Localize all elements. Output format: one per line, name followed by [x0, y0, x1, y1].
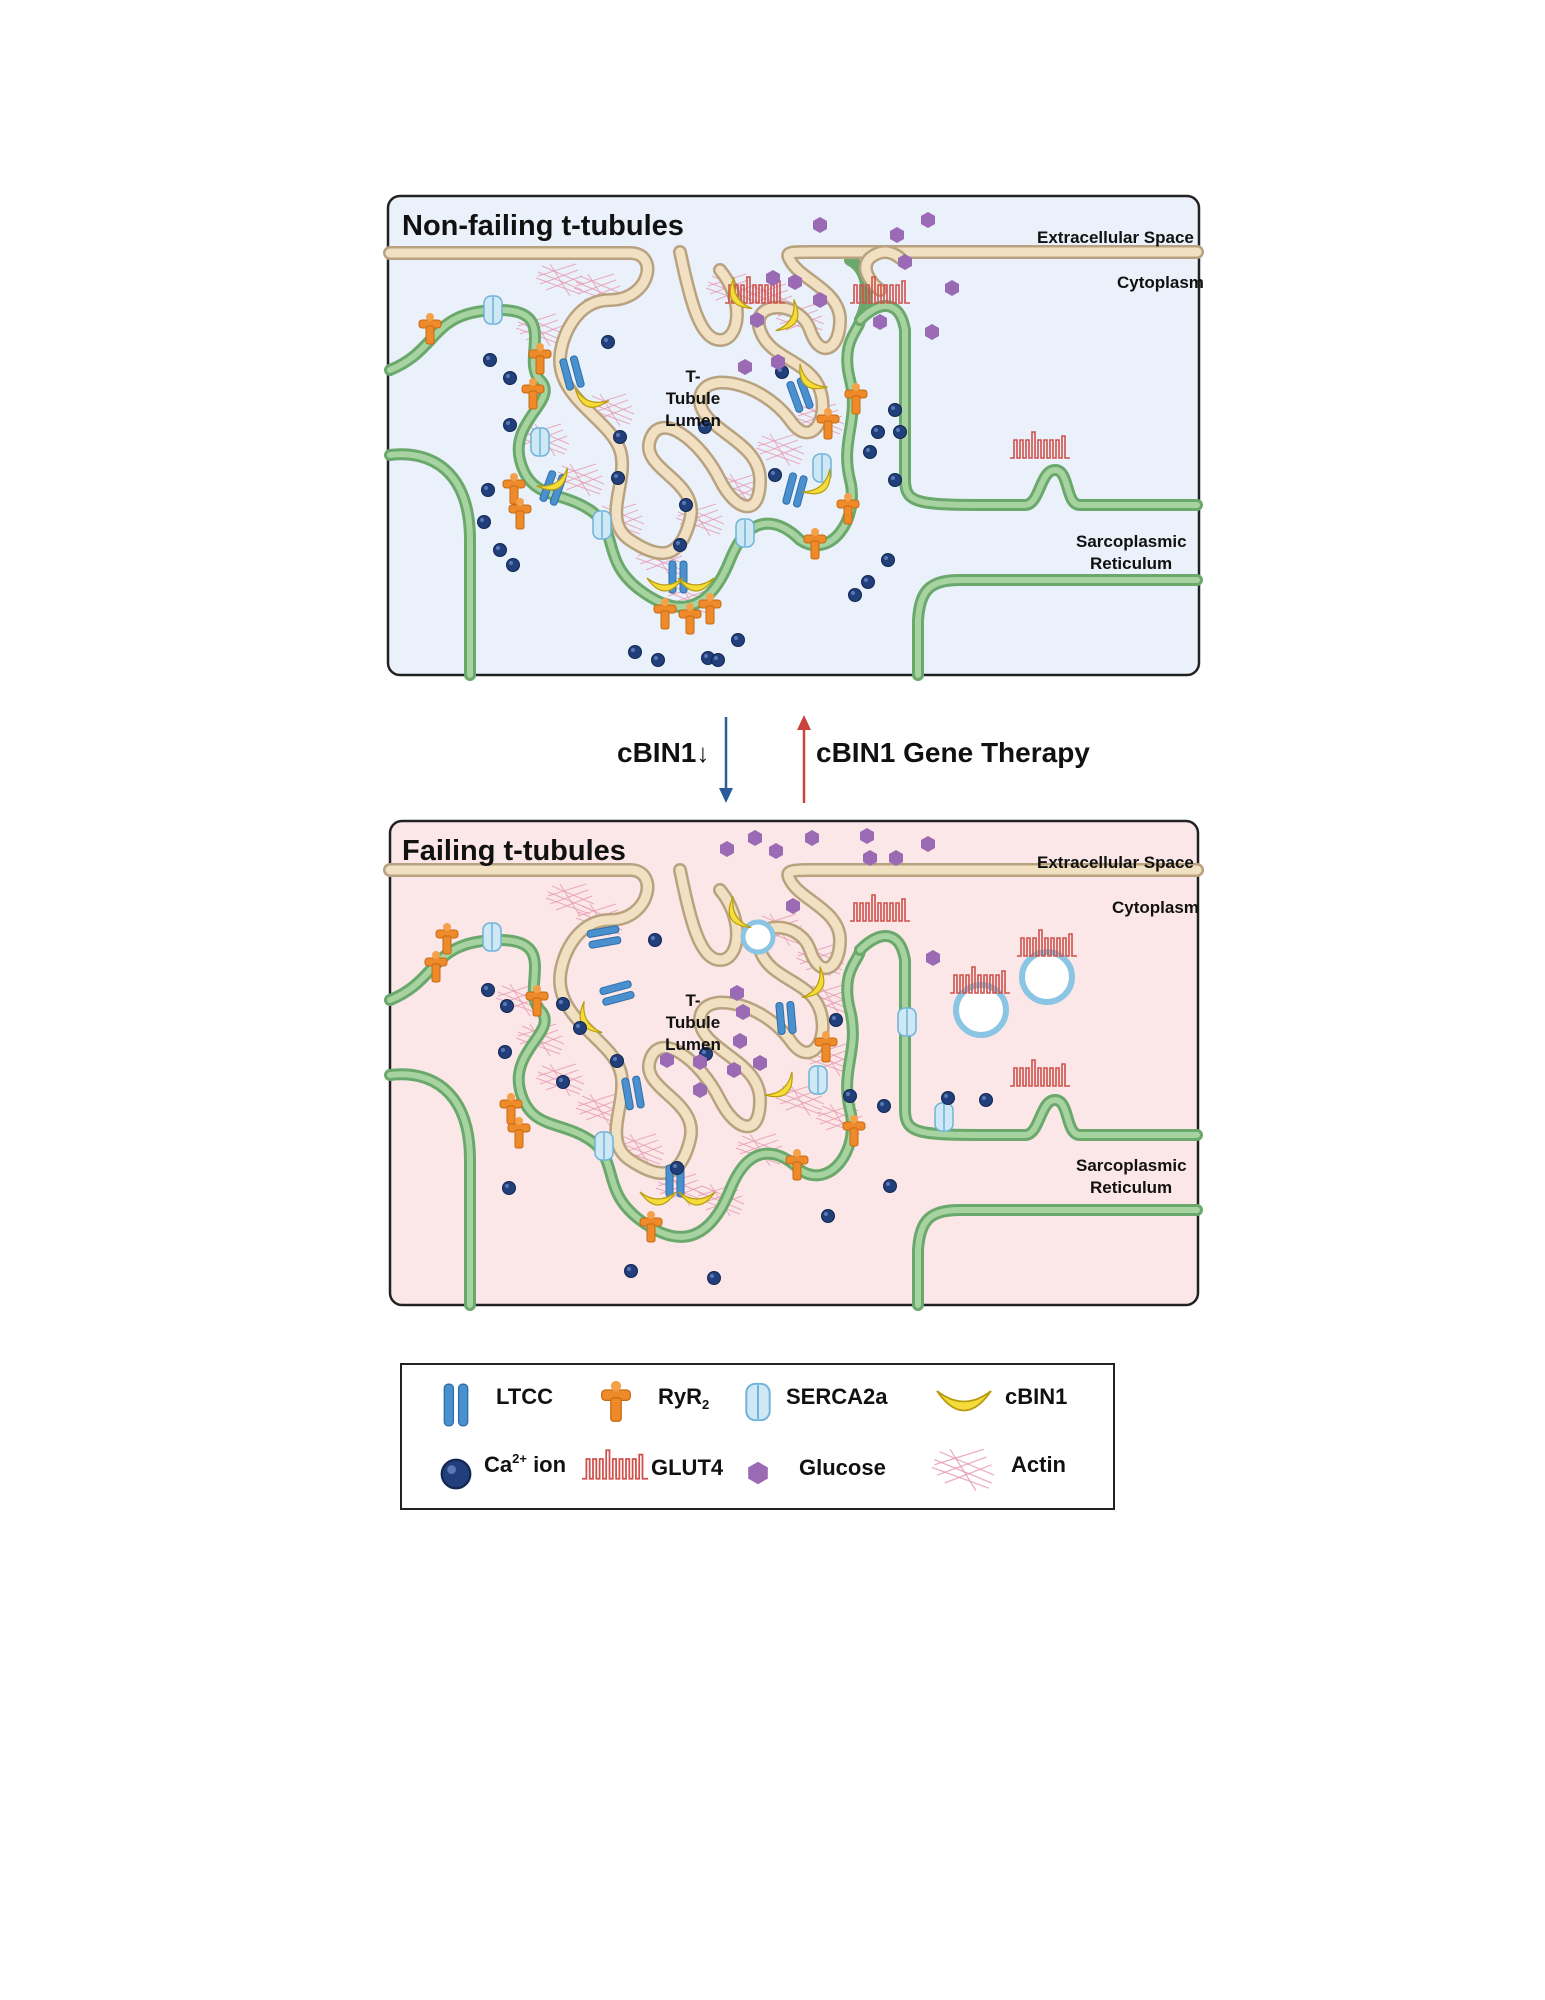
lumen-label-line: Lumen: [665, 411, 721, 430]
ryr2-text: RyR: [658, 1384, 702, 1409]
lumen-label-line: Lumen: [665, 1035, 721, 1054]
extracellular-label: Extracellular Space: [1037, 853, 1194, 872]
lumen-label-line: T-: [685, 991, 700, 1010]
serca2a-icon: [745, 1382, 771, 1422]
legend-item-ca-ion: Ca2+ ion: [440, 1451, 566, 1490]
gene-therapy-label: cBIN1 Gene Therapy: [816, 737, 1090, 768]
sr-label-line: Reticulum: [1090, 554, 1172, 573]
sr-label: Sarcoplasmic Reticulum: [1076, 532, 1187, 573]
legend-label-ca-ion: Ca2+ ion: [484, 1451, 566, 1477]
ion-text: ion: [527, 1452, 566, 1477]
legend-label-ryr2: RyR2: [658, 1384, 709, 1412]
decrease-symbol: ↓: [696, 738, 709, 768]
up-arrow: [797, 715, 811, 803]
down-arrow: [719, 717, 733, 803]
lumen-label-line: Tubule: [666, 1013, 720, 1032]
sr-label-line: Sarcoplasmic: [1076, 1156, 1187, 1175]
ca-text: Ca: [484, 1452, 513, 1477]
panel-non-failing: Non-failing t-tubules Extracellular Spac…: [383, 194, 1204, 681]
panel-title: Failing t-tubules: [402, 835, 626, 867]
legend-label-serca2a: SERCA2a: [786, 1384, 888, 1409]
legend-label-actin: Actin: [1011, 1452, 1066, 1477]
legend-label-ltcc: LTCC: [496, 1384, 553, 1409]
legend-item-cbin1: cBIN1: [936, 1384, 1067, 1412]
lumen-label-line: Tubule: [666, 389, 720, 408]
sarcoplasmic-reticulum-membrane: [384, 254, 1203, 681]
legend-item-ryr2: RyR2: [601, 1380, 709, 1422]
legend-label-glut4: GLUT4: [651, 1455, 724, 1480]
legend-item-ltcc: LTCC: [443, 1383, 553, 1427]
transition-arrows: cBIN1↓ cBIN1 Gene Therapy: [617, 715, 1090, 803]
legend-label-glucose: Glucose: [799, 1455, 886, 1480]
ca-superscript: 2+: [512, 1451, 527, 1466]
ryr2-subscript: 2: [702, 1397, 709, 1412]
sr-label: Sarcoplasmic Reticulum: [1076, 1156, 1187, 1197]
sr-label-line: Sarcoplasmic: [1076, 532, 1187, 551]
lumen-label: T- Tubule Lumen: [665, 367, 721, 430]
panel-failing: Failing t-tubules Extracellular Space Cy…: [383, 819, 1204, 1311]
cytoplasm-label: Cytoplasm: [1112, 898, 1199, 917]
legend-label-cbin1: cBIN1: [1005, 1384, 1067, 1409]
ca-ion-icon: [440, 1458, 472, 1490]
legend-item-glut4: GLUT4: [581, 1449, 724, 1480]
legend-item-serca2a: SERCA2a: [745, 1382, 888, 1422]
sarcoplasmic-reticulum-membrane: [384, 930, 1203, 1311]
extracellular-label: Extracellular Space: [1037, 228, 1194, 247]
down-arrow-label: cBIN1↓: [617, 737, 709, 768]
cbin1-label: cBIN1: [617, 737, 696, 768]
panel-title: Non-failing t-tubules: [402, 210, 684, 242]
legend-item-glucose: Glucose: [748, 1455, 886, 1485]
sr-label-line: Reticulum: [1090, 1178, 1172, 1197]
lumen-label: T- Tubule Lumen: [665, 991, 721, 1054]
panel-frame: [386, 194, 1201, 677]
cytoplasm-label: Cytoplasm: [1117, 273, 1204, 292]
legend-item-actin: Actin: [931, 1448, 1066, 1492]
legend: LTCC RyR2 SERCA2a cBIN1 Ca2+ ion GLUT4 G…: [400, 1363, 1115, 1510]
lumen-label-line: T-: [685, 367, 700, 386]
